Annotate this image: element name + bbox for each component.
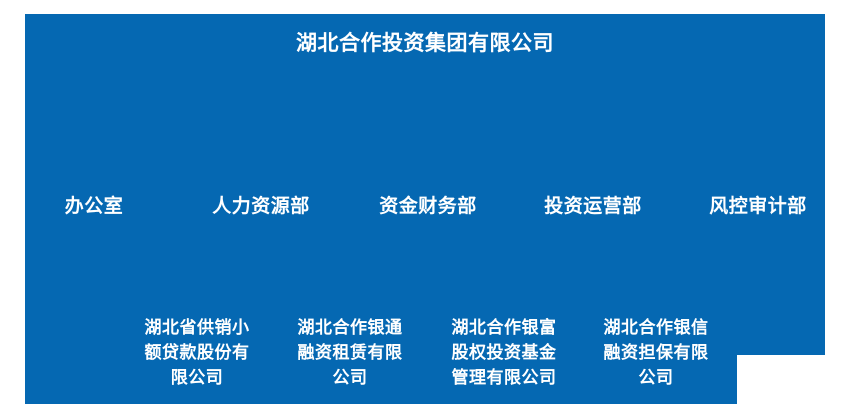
subsidiary-fund-management-company: 湖北合作银富 股权投资基金 管理有限公司 [451, 318, 557, 387]
dept-finance: 资金财务部 [379, 196, 477, 217]
org-root-node: 湖北合作投资集团有限公司 [296, 32, 554, 55]
bottom-right-white-notch [737, 355, 850, 420]
dept-office: 办公室 [64, 196, 124, 217]
dept-human-resources: 人力资源部 [212, 196, 310, 217]
dept-investment-operations: 投资运营部 [544, 196, 642, 217]
org-chart-panel [25, 14, 825, 404]
subsidiary-guarantee-company: 湖北合作银信 融资担保有限 公司 [603, 318, 709, 387]
subsidiary-leasing-company: 湖北合作银通 融资租赁有限 公司 [297, 318, 403, 387]
subsidiary-microloan-company: 湖北省供销小 额贷款股份有 限公司 [144, 318, 250, 387]
dept-risk-audit: 风控审计部 [709, 196, 807, 217]
